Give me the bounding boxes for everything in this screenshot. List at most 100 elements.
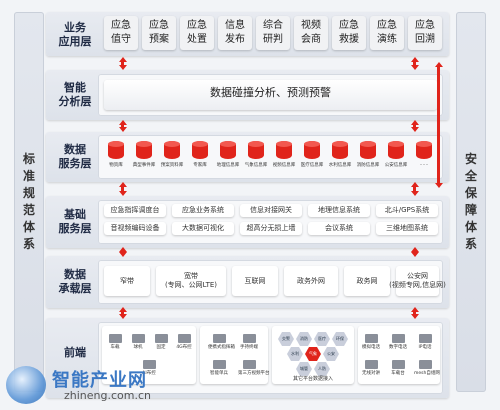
camera-icon (131, 334, 145, 343)
database-icon (108, 141, 124, 159)
database-icon (248, 141, 264, 159)
database-icon (220, 141, 236, 159)
network-box[interactable]: 政务外网 (284, 266, 338, 296)
security-system-bar: 安 全 保 障 体 系 (456, 12, 486, 392)
service-pill[interactable]: 应急指挥调度台 (104, 204, 166, 217)
database-icon (164, 141, 180, 159)
terminal-device[interactable]: 智能单兵 (208, 360, 230, 376)
platform-hex[interactable]: 交警 (278, 332, 294, 346)
tile-2[interactable]: 应急 预案 (142, 16, 176, 50)
terminal-device[interactable]: 第三方视频平台 (238, 360, 270, 376)
service-pill[interactable]: 大数据可视化 (172, 222, 234, 235)
tile-7[interactable]: 应急 救援 (332, 16, 366, 50)
transport-layer: 数据 承载层 窄带 宽带 (专网、公网LTE) 互联网 政务外网 政务网 公安网… (46, 256, 449, 308)
db-label: 消防信息库 (356, 163, 380, 168)
service-pill[interactable]: 超高分无损上墙 (240, 222, 302, 235)
phone-device[interactable]: 数字电话 (387, 334, 409, 350)
platform-hex[interactable]: 公安 (323, 347, 339, 361)
platform-hex[interactable]: 城管 (296, 362, 312, 376)
device-label: 车载台 (391, 371, 405, 376)
analysis-layer-title: 智能 分析层 (58, 81, 92, 108)
platform-hex[interactable]: 人防 (314, 362, 330, 376)
tile-3[interactable]: 应急 处置 (180, 16, 214, 50)
platform-caption: 其它平台数据接入 (292, 376, 333, 382)
db-5[interactable]: 地理信息库 (213, 141, 243, 168)
service-pill[interactable]: 信息对接网关 (240, 204, 302, 217)
db-8[interactable]: 医疗信息库 (297, 141, 327, 168)
globe-logo-icon (6, 366, 46, 404)
analysis-bar[interactable]: 数据碰撞分析、预测预警 (104, 80, 437, 110)
device-label: 第三方视频平台 (238, 371, 270, 376)
database-icon (304, 141, 320, 159)
db-4[interactable]: 专家库 (185, 141, 215, 168)
network-box[interactable]: 公安网 (视频专网,信息网) (389, 266, 446, 296)
tile-8[interactable]: 应急 演练 (370, 16, 404, 50)
device-label: mesh自组网 (414, 371, 440, 376)
db-3[interactable]: 预案资料库 (157, 141, 187, 168)
phone-device[interactable]: 无线对讲 (360, 360, 382, 376)
base-service-panel: 应急指挥调度台 应急业务系统 信息对接网关 地理信息系统 北斗/GPS系统 音视… (98, 200, 443, 244)
service-pill[interactable]: 音视频编码设备 (104, 222, 166, 235)
platform-hex[interactable]: 水利 (287, 347, 303, 361)
platform-hex[interactable]: 环保 (332, 332, 348, 346)
camera-icon (108, 334, 122, 343)
db-1[interactable]: 物资库 (101, 141, 131, 168)
device-label: 模拟电话 (362, 345, 380, 350)
service-pill[interactable]: 地理信息系统 (308, 204, 370, 217)
camera-device[interactable]: 4G布控 (173, 334, 195, 350)
db-label: …… (419, 162, 429, 167)
db-10[interactable]: 消防信息库 (353, 141, 383, 168)
platform-hex[interactable]: 医疗 (314, 332, 330, 346)
terminal-device[interactable]: 便携式指挥箱 (208, 334, 235, 350)
flow-arrow (118, 182, 127, 196)
db-6[interactable]: 气象信息库 (241, 141, 271, 168)
phone-device[interactable]: mesh自组网 (414, 360, 440, 376)
phone-device[interactable]: 车载台 (387, 360, 409, 376)
network-box[interactable]: 互联网 (232, 266, 278, 296)
terminal-icon (212, 334, 226, 343)
analysis-layer: 智能 分析层 数据碰撞分析、预测预警 (46, 70, 449, 120)
db-12[interactable]: …… (409, 141, 439, 167)
camera-device[interactable]: AI布控 (138, 360, 160, 376)
camera-icon (177, 334, 191, 343)
service-pill[interactable]: 三维地图系统 (376, 222, 438, 235)
phone-device[interactable]: 模拟电话 (360, 334, 382, 350)
network-box[interactable]: 宽带 (专网、公网LTE) (156, 266, 226, 296)
transport-layer-title: 数据 承载层 (58, 268, 92, 295)
terminal-group: 便携式指挥箱 手持终端 智能单兵 第三方视频平台 (200, 326, 270, 384)
db-7[interactable]: 视频信息库 (269, 141, 299, 168)
tile-9[interactable]: 应急 回溯 (408, 16, 442, 50)
camera-device[interactable]: 车载 (104, 334, 126, 350)
db-9[interactable]: 水利信息库 (325, 141, 355, 168)
platform-hex[interactable]: 消防 (296, 332, 312, 346)
database-icon (332, 141, 348, 159)
camera-device[interactable]: 固定 (150, 334, 172, 350)
db-2[interactable]: 典型事件库 (129, 141, 159, 168)
service-pill[interactable]: 应急业务系统 (172, 204, 234, 217)
tile-5[interactable]: 综合 研判 (256, 16, 290, 50)
camera-group: 车载 球机 固定 4G布控 AI布控 (102, 326, 196, 384)
flow-arrow (118, 307, 127, 319)
service-pill[interactable]: 北斗/GPS系统 (376, 204, 438, 217)
tile-1[interactable]: 应急 值守 (104, 16, 138, 50)
camera-device[interactable]: 球机 (127, 334, 149, 350)
platform-group: 交警 消防 医疗 环保 水利 气象 公安 城管 人防 其它平台数据接入 (272, 326, 354, 384)
service-pill[interactable]: 会议系统 (308, 222, 370, 235)
database-icon (276, 141, 292, 159)
tile-4[interactable]: 信息 发布 (218, 16, 252, 50)
tile-6[interactable]: 视频 会商 (294, 16, 328, 50)
network-box[interactable]: 窄带 (104, 266, 150, 296)
camera-icon (154, 334, 168, 343)
db-label: 专家库 (193, 163, 207, 168)
platform-hex[interactable]: 气象 (305, 347, 321, 361)
phone-icon (364, 334, 378, 343)
phone-device[interactable]: IP电话 (414, 334, 436, 350)
business-layer: 业务 应用层 应急 值守 应急 预案 应急 处置 信息 发布 综合 研判 视频 … (46, 12, 449, 56)
terminal-device[interactable]: 手持终端 (238, 334, 260, 350)
network-box[interactable]: 政务网 (344, 266, 390, 296)
data-service-layer-title: 数据 服务层 (58, 143, 92, 170)
terminal-icon (242, 334, 256, 343)
database-icon (136, 141, 152, 159)
db-11[interactable]: 公安信息库 (381, 141, 411, 168)
